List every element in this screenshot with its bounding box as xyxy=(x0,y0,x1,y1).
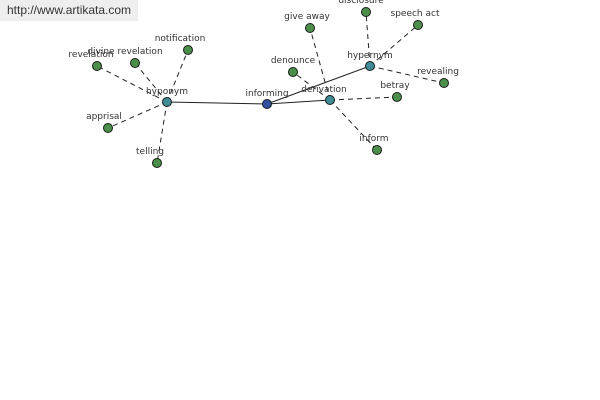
node-betray[interactable]: betray xyxy=(380,81,410,102)
edge-informing-hyponym xyxy=(166,101,268,105)
node-disclosure[interactable]: disclosure xyxy=(338,0,384,17)
node-telling[interactable]: telling xyxy=(136,147,164,168)
node-revelation[interactable]: revelation xyxy=(68,50,114,71)
node-denounce[interactable]: denounce xyxy=(271,56,316,77)
node-apprisal[interactable]: apprisal xyxy=(86,112,122,133)
edge-hyponym-revelation xyxy=(96,65,168,103)
node-revealing[interactable]: revealing xyxy=(417,67,459,88)
node-circle-inform[interactable] xyxy=(372,145,382,155)
node-divine-revelation[interactable]: divine revelation xyxy=(87,47,163,68)
edge-hypernym-disclosure xyxy=(365,11,371,67)
node-label-hypernym: hypernym xyxy=(347,51,393,61)
node-informing[interactable]: informing xyxy=(245,89,289,109)
node-hypernym[interactable]: hypernym xyxy=(347,51,393,71)
edge-derivation-give-away xyxy=(309,27,331,101)
edge-derivation-inform xyxy=(329,99,378,151)
node-label-divine-revelation: divine revelation xyxy=(87,47,162,57)
node-label-revelation: revelation xyxy=(68,50,113,60)
node-label-apprisal: apprisal xyxy=(86,112,122,122)
node-label-derivation: derivation xyxy=(301,85,347,95)
edge-hyponym-notification xyxy=(166,49,189,103)
node-label-betray: betray xyxy=(380,81,410,91)
edge-hypernym-speech-act xyxy=(369,24,419,67)
node-label-informing: informing xyxy=(245,89,288,99)
node-circle-revelation[interactable] xyxy=(92,61,102,71)
node-circle-derivation[interactable] xyxy=(325,95,335,105)
node-give-away[interactable]: give away xyxy=(284,12,331,33)
edge-hyponym-telling xyxy=(156,101,168,164)
node-notification[interactable]: notification xyxy=(155,34,206,55)
node-circle-informing[interactable] xyxy=(262,99,272,109)
edge-derivation-denounce xyxy=(292,71,331,101)
node-circle-hyponym[interactable] xyxy=(162,97,172,107)
node-circle-divine-revelation[interactable] xyxy=(130,58,140,68)
node-circle-notification[interactable] xyxy=(183,45,193,55)
node-circle-give-away[interactable] xyxy=(305,23,315,33)
node-circle-speech-act[interactable] xyxy=(413,20,423,30)
node-circle-disclosure[interactable] xyxy=(361,7,371,17)
graph-nodes: informing hyponym derivation hypernym revela… xyxy=(68,0,459,168)
node-label-give-away: give away xyxy=(284,12,330,22)
node-label-disclosure: disclosure xyxy=(338,0,384,6)
edge-informing-hypernym xyxy=(266,65,371,105)
node-derivation[interactable]: derivation xyxy=(301,85,347,105)
edge-hypernym-revealing xyxy=(369,65,445,84)
edge-derivation-betray xyxy=(329,96,398,101)
graph-edges xyxy=(96,11,445,164)
edge-hyponym-apprisal xyxy=(107,101,168,129)
node-circle-apprisal[interactable] xyxy=(103,123,113,133)
node-circle-hypernym[interactable] xyxy=(365,61,375,71)
node-label-inform: inform xyxy=(359,134,388,144)
node-label-telling: telling xyxy=(136,147,164,157)
node-label-denounce: denounce xyxy=(271,56,316,66)
node-label-speech-act: speech act xyxy=(391,9,440,19)
edge-informing-derivation xyxy=(266,99,331,105)
node-circle-denounce[interactable] xyxy=(288,67,298,77)
node-speech-act[interactable]: speech act xyxy=(391,9,440,30)
node-circle-telling[interactable] xyxy=(152,158,162,168)
node-label-notification: notification xyxy=(155,34,206,44)
node-circle-betray[interactable] xyxy=(392,92,402,102)
node-label-revealing: revealing xyxy=(417,67,459,77)
artikata-url-watermark: http://www.artikata.com xyxy=(0,0,138,21)
node-circle-revealing[interactable] xyxy=(439,78,449,88)
node-hyponym[interactable]: hyponym xyxy=(146,87,188,107)
node-inform[interactable]: inform xyxy=(359,134,389,155)
node-label-hyponym: hyponym xyxy=(146,87,188,97)
